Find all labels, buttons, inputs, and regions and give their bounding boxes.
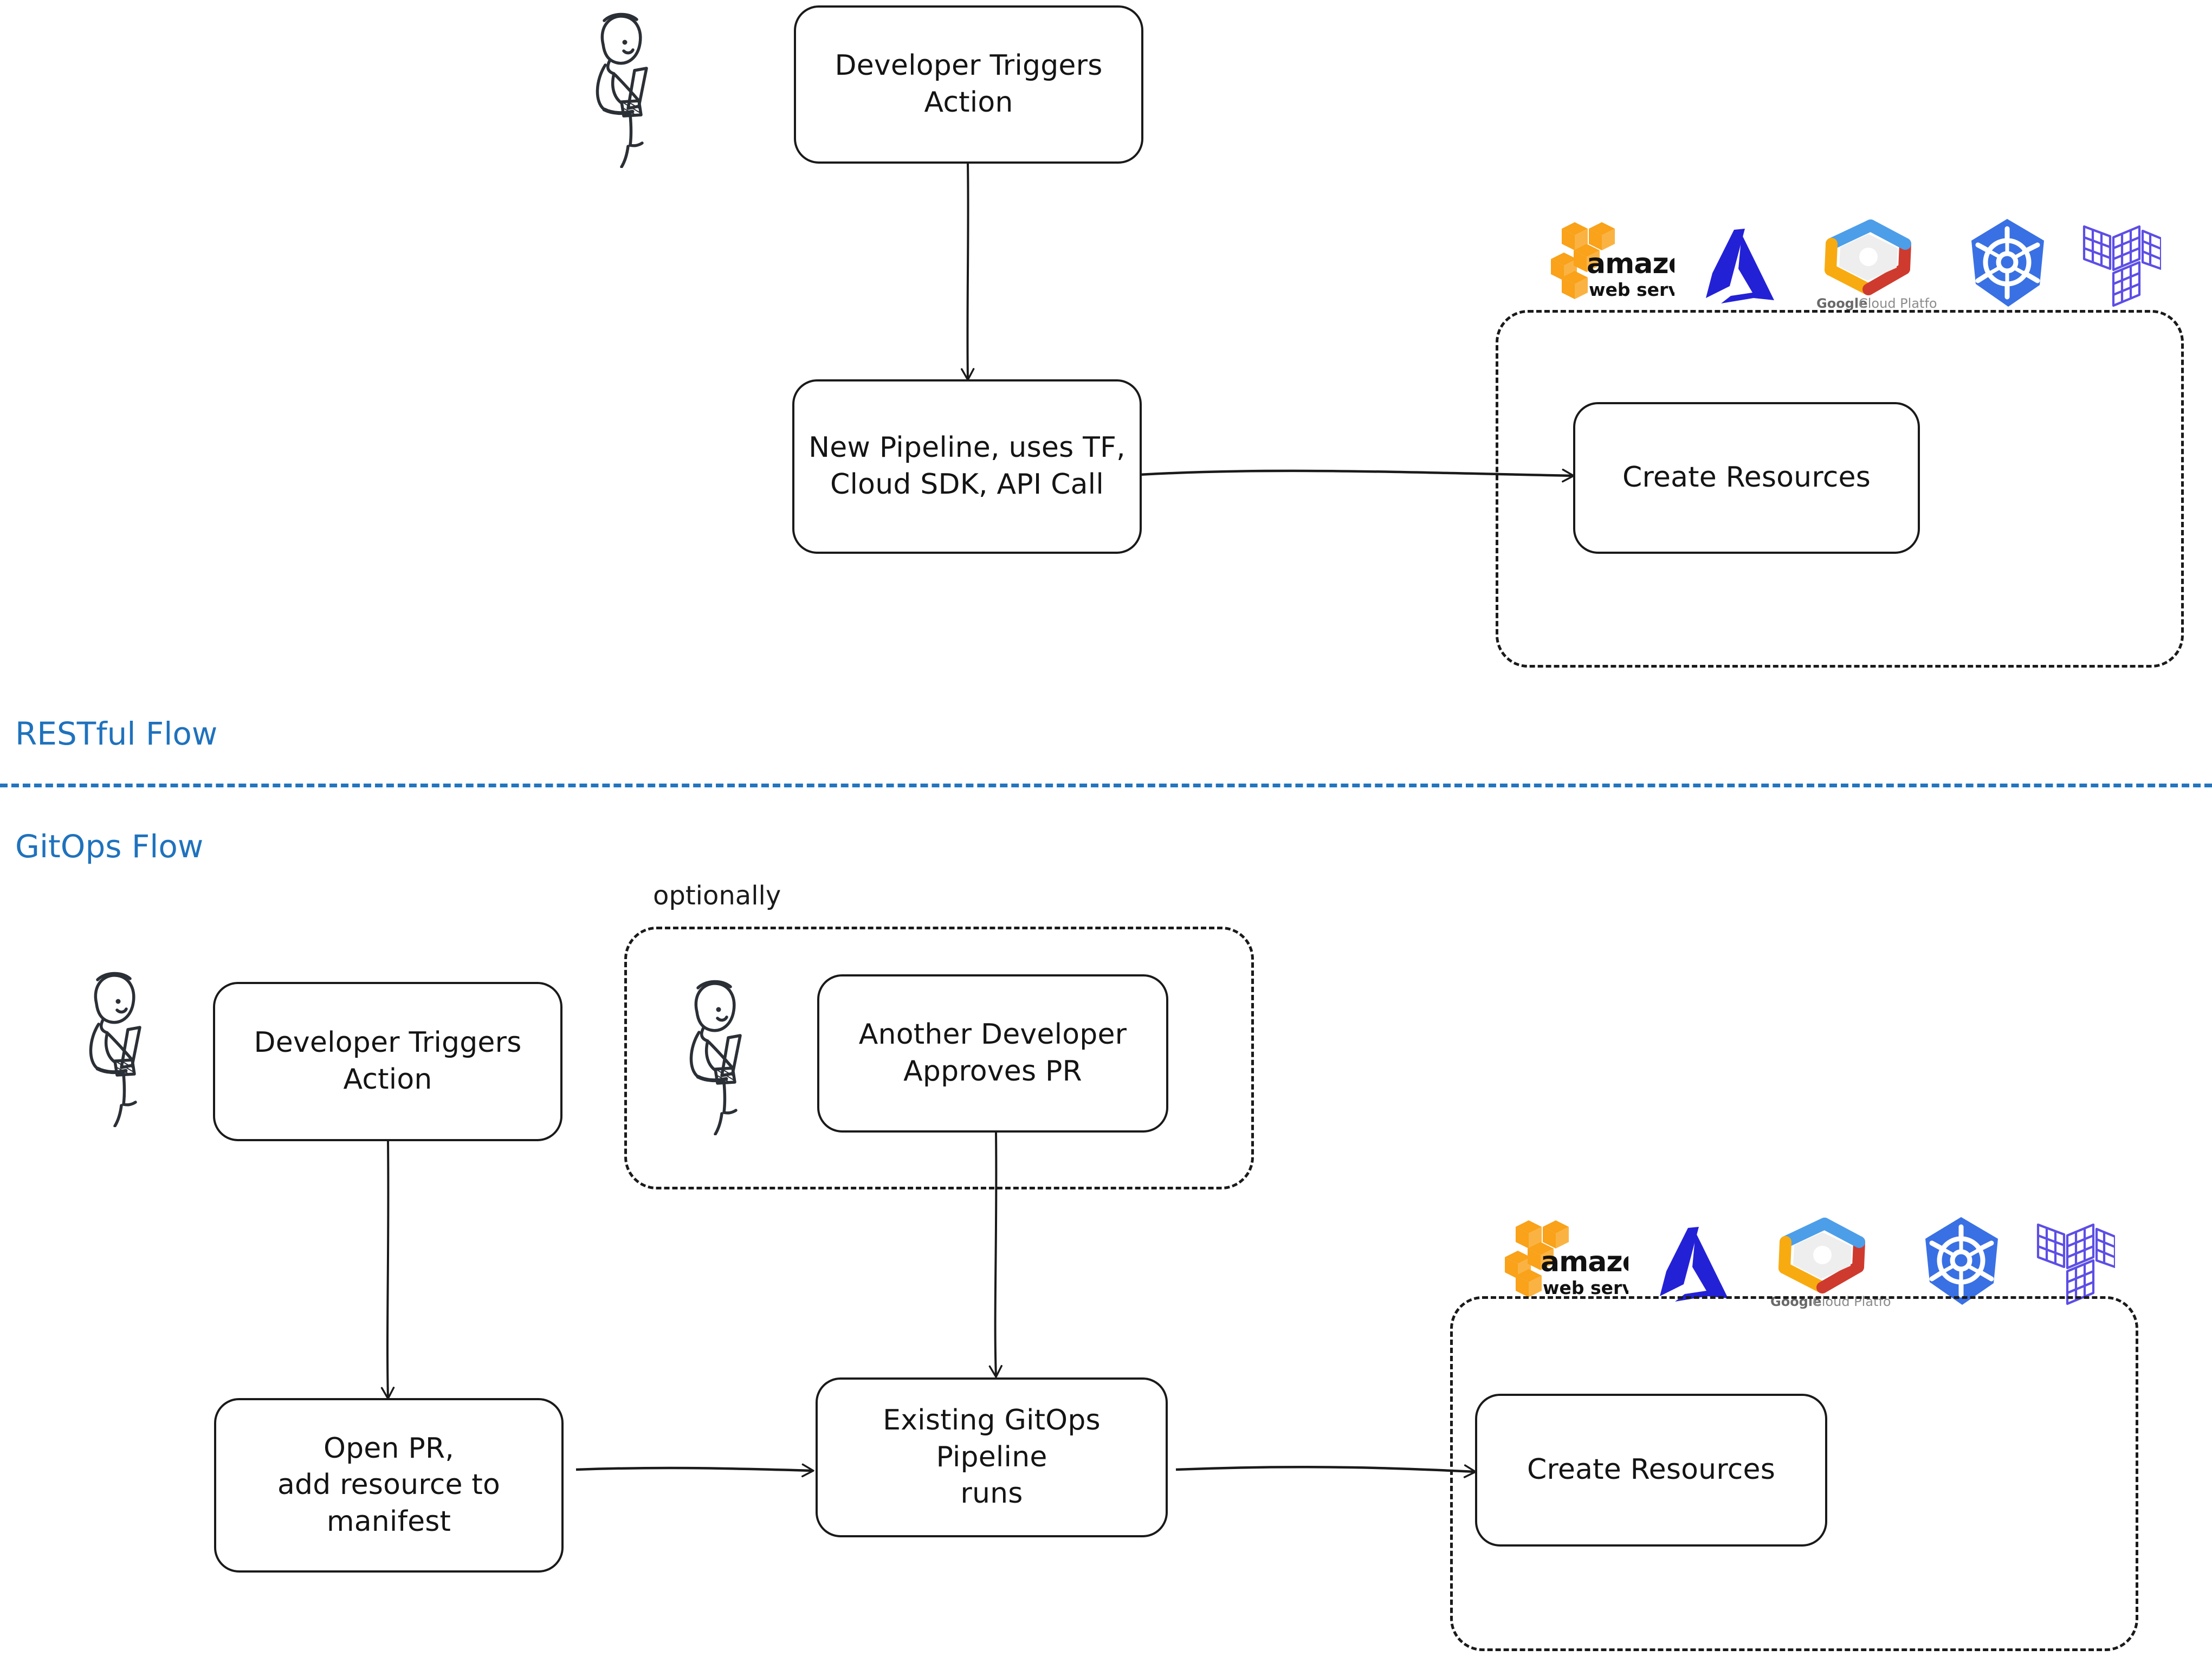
node-create-resources-restful[interactable]: Create Resources: [1573, 402, 1920, 554]
svg-text:Google: Google: [1816, 296, 1867, 311]
optional-approval-group: [624, 927, 1254, 1189]
developer-stick-figure-gitops: [76, 970, 173, 1128]
node-label: Open PR, add resource to manifest: [277, 1432, 501, 1538]
terraform-logo: [2034, 1215, 2115, 1312]
node-label: Another Developer Approves PR: [858, 1018, 1127, 1088]
svg-text:amazon: amazon: [1587, 248, 1674, 280]
node-another-developer-approves-pr[interactable]: Another Developer Approves PR: [817, 974, 1168, 1133]
gcp-logo: Google Cloud Platform: [1766, 1215, 1891, 1312]
svg-text:Cloud Platform: Cloud Platform: [1859, 296, 1937, 311]
kubernetes-logo: [1965, 217, 2052, 314]
azure-logo: [1657, 1215, 1738, 1312]
terraform-logo: [2080, 217, 2161, 314]
node-label: Developer Triggers Action: [835, 49, 1103, 119]
node-create-resources-gitops[interactable]: Create Resources: [1475, 1394, 1827, 1547]
cloud-environment-group-gitops: [1450, 1296, 2138, 1651]
node-label: Existing GitOps Pipeline runs: [883, 1404, 1101, 1510]
node-label: New Pipeline, uses TF, Cloud SDK, API Ca…: [809, 431, 1126, 501]
node-existing-gitops-pipeline[interactable]: Existing GitOps Pipeline runs: [816, 1377, 1168, 1537]
node-developer-triggers-action[interactable]: Developer Triggers Action: [794, 5, 1143, 164]
node-label: Create Resources: [1527, 1453, 1776, 1486]
svg-text:web services: web services: [1589, 279, 1674, 300]
aws-logo: amazon web services: [1528, 217, 1674, 314]
developer-stick-figure: [583, 11, 680, 169]
optional-note-label: optionally: [653, 881, 781, 911]
another-developer-stick-figure: [676, 978, 774, 1136]
azure-logo: [1703, 217, 1784, 314]
gcp-logo: Google Cloud Platform: [1812, 217, 1937, 314]
edge-dev-trigger2-to-open-pr: [380, 1141, 395, 1400]
node-label: Developer Triggers Action: [254, 1026, 522, 1096]
section-divider: [0, 784, 2212, 787]
aws-logo: amazon web services: [1482, 1215, 1628, 1312]
node-developer-triggers-action-gitops[interactable]: Developer Triggers Action: [213, 982, 562, 1141]
edge-gitops-pipeline-to-create-resources-2: [1175, 1464, 1477, 1478]
section-label-gitops-flow: GitOps Flow: [15, 828, 204, 865]
section-label-restful-flow: RESTful Flow: [15, 715, 218, 752]
cloud-environment-group-restful: [1496, 310, 2184, 668]
edge-dev-trigger-to-new-pipeline: [960, 163, 975, 381]
node-new-pipeline[interactable]: New Pipeline, uses TF, Cloud SDK, API Ca…: [792, 379, 1142, 554]
cloud-logo-strip-gitops: amazon web services: [1482, 1204, 2115, 1312]
kubernetes-logo: [1919, 1215, 2006, 1312]
node-open-pr[interactable]: Open PR, add resource to manifest: [214, 1398, 564, 1573]
edge-open-pr-to-gitops-pipeline: [575, 1463, 814, 1478]
cloud-logo-strip-restful: amazon web services: [1528, 206, 2161, 314]
node-label: Create Resources: [1622, 461, 1871, 494]
svg-text:amazon: amazon: [1541, 1246, 1628, 1278]
svg-text:web services: web services: [1543, 1277, 1628, 1298]
